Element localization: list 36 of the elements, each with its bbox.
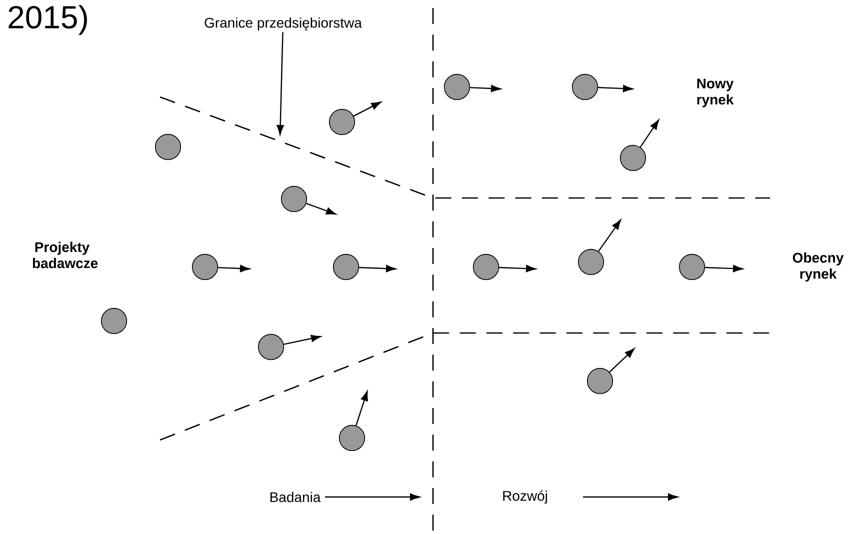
label-text: Badania (270, 492, 321, 502)
movement-arrow (355, 391, 368, 426)
movement-arrow (284, 334, 321, 345)
circle-marker (328, 108, 356, 136)
circle-marker (572, 74, 598, 100)
movement-arrow (353, 102, 382, 117)
movement-arrow (470, 84, 501, 92)
circle-marker (154, 134, 182, 160)
movement-arrow (499, 264, 536, 272)
circle-marker (472, 254, 500, 280)
circle-marker (586, 368, 614, 394)
movement-arrow (218, 264, 250, 272)
label-text: Obecny rynek (792, 252, 844, 282)
label-text: Nowy rynek (697, 78, 734, 108)
movement-arrow (598, 220, 621, 252)
movement-arrow (640, 120, 660, 148)
caption-text: Granice przedsiębiorstwa (204, 17, 362, 31)
circle-marker (258, 334, 284, 360)
label-text: 2015) (8, 5, 87, 35)
circle-marker (332, 254, 360, 280)
circle-marker (192, 254, 218, 280)
movement-arrow (598, 84, 633, 92)
circle-marker (444, 74, 470, 100)
circle-marker (620, 144, 646, 172)
circle-marker (100, 308, 128, 334)
circle-marker (338, 424, 366, 452)
label-text: Rozwój (503, 490, 547, 504)
circle-marker (678, 254, 706, 280)
circle-marker (280, 186, 308, 212)
movement-arrow (359, 264, 396, 272)
movement-arrow (609, 348, 635, 372)
circle-marker (578, 248, 604, 276)
movement-arrow (705, 264, 743, 272)
label-text: Projekty badawcze (32, 242, 98, 268)
movement-arrow (306, 202, 336, 215)
leader-arrow (276, 32, 284, 135)
